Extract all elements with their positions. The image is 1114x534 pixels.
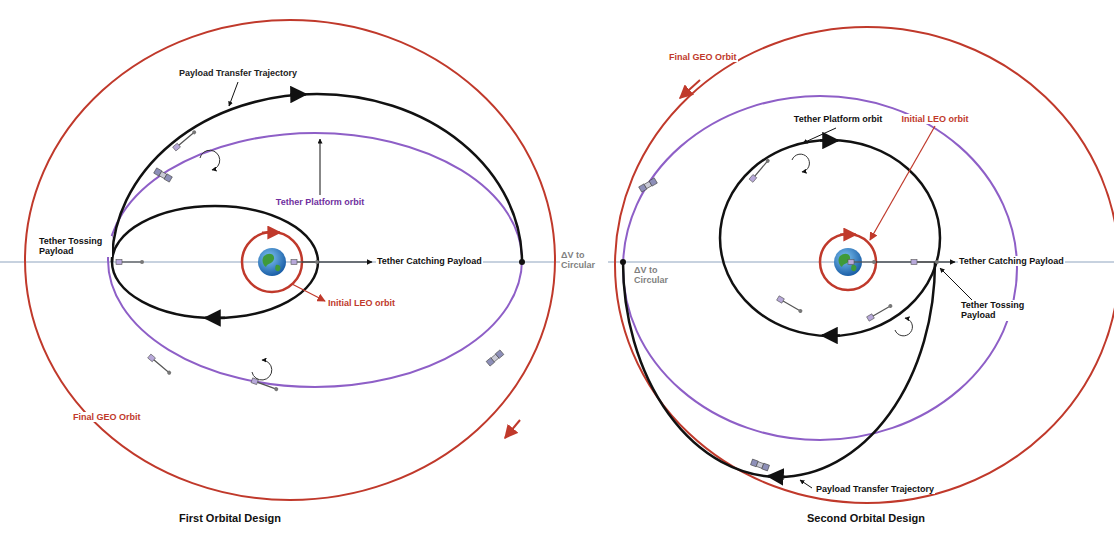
point-label: Tether Tossing Payload (38, 236, 112, 257)
orbit-label: Final GEO Orbit (668, 52, 738, 62)
orbit-label: Final GEO Orbit (72, 412, 142, 422)
maneuver-label: ΔV to Circular (560, 250, 608, 271)
point-label: Tether Tossing Payload (960, 300, 1034, 321)
orbit-label: Payload Transfer Trajectory (815, 484, 935, 494)
orbit-label: Initial LEO orbit (901, 114, 970, 124)
panel-caption: First Orbital Design (178, 512, 282, 525)
orbit-label: Initial LEO orbit (327, 298, 396, 308)
panel-caption: Second Orbital Design (806, 512, 926, 525)
orbit-label: Payload Transfer Trajectory (178, 68, 298, 78)
maneuver-label: ΔV to Circular (633, 265, 681, 286)
point-label: Tether Catching Payload (958, 256, 1065, 266)
orbit-label: Tether Platform orbit (793, 114, 883, 124)
orbit-label: Tether Platform orbit (275, 197, 365, 207)
point-label: Tether Catching Payload (376, 256, 483, 266)
